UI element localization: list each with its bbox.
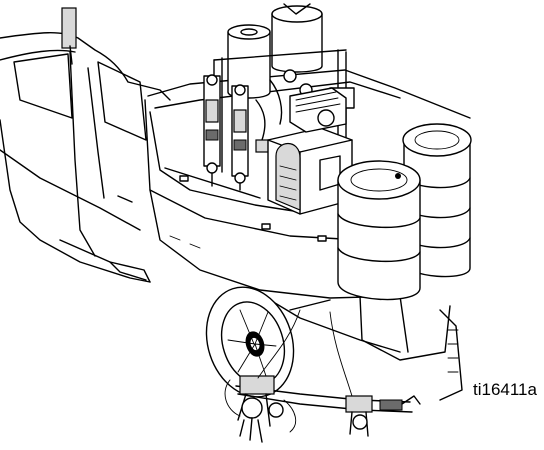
mirror [61, 7, 77, 49]
truck-cab [0, 7, 171, 283]
truck-bed [144, 69, 471, 401]
striping-gun-arm [224, 309, 421, 443]
paint-drums [337, 123, 472, 301]
figure-reference-label: ti16411a [473, 380, 537, 399]
engine [267, 87, 353, 215]
